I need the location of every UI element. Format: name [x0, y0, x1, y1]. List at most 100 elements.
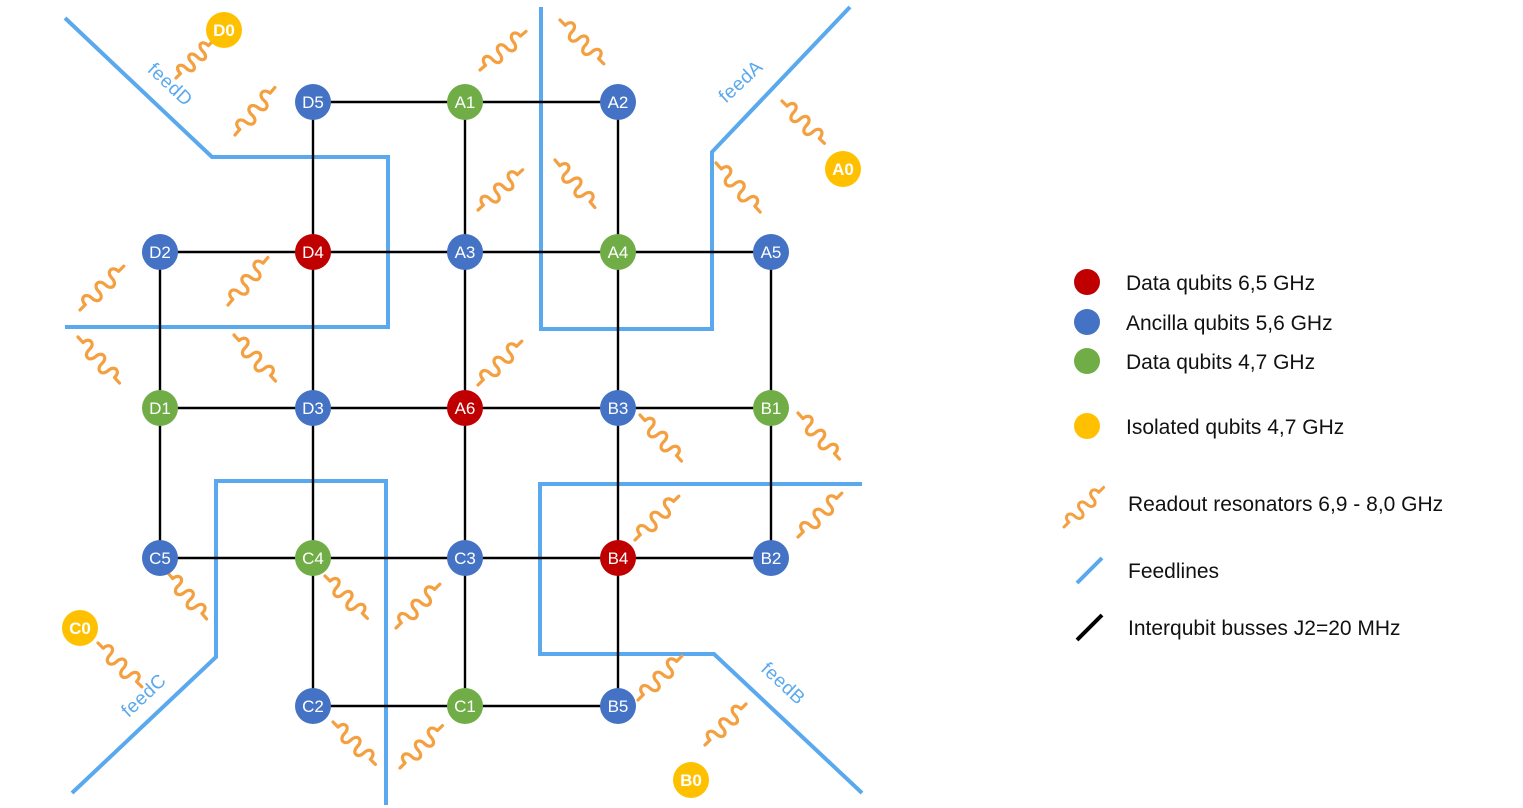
qubit-label: A6: [455, 399, 476, 418]
qubit-b4: B4: [600, 540, 636, 576]
feedline-c: [70, 479, 388, 805]
qubit-node: [295, 234, 331, 270]
feedline-d: [63, 16, 390, 329]
isolated-qubit-label: D0: [213, 21, 235, 40]
qubit-a5: A5: [753, 234, 789, 270]
qubit-node: [753, 390, 789, 426]
feedline-label-feedd: feedD: [143, 59, 196, 111]
qubit-label: C3: [454, 549, 476, 568]
isolated-qubit-label: B0: [680, 771, 702, 790]
qubit-a3: A3: [447, 234, 483, 270]
legend-line-icon: [1075, 556, 1104, 585]
readout-resonator: [633, 494, 681, 542]
readout-resonator: [796, 491, 844, 539]
qubit-d1: D1: [142, 390, 178, 426]
isolated-qubit-a0: A0: [825, 151, 861, 187]
qubit-label: B2: [761, 549, 782, 568]
legend-label: Readout resonators 6,9 - 8,0 GHz: [1128, 493, 1443, 516]
isolated-qubit-node: [206, 12, 242, 48]
legend-item: Readout resonators 6,9 - 8,0 GHz: [1062, 485, 1443, 529]
qubit-a2: A2: [600, 84, 636, 120]
readout-resonator: [76, 335, 122, 385]
qubit-a1: A1: [447, 84, 483, 120]
isolated-qubit-node: [62, 610, 98, 646]
legend-label: Isolated qubits 4,7 GHz: [1126, 416, 1344, 439]
qubit-d2: D2: [142, 234, 178, 270]
legend-dot: [1074, 269, 1100, 295]
qubit-d5: D5: [295, 84, 331, 120]
qubit-label: C4: [302, 549, 324, 568]
legend-dot: [1074, 413, 1100, 439]
qubit-node: [142, 540, 178, 576]
readout-resonator: [478, 29, 528, 72]
qubit-label: C1: [454, 697, 476, 716]
qubit-c3: C3: [447, 540, 483, 576]
isolated-qubit-label: C0: [69, 619, 91, 638]
isolated-qubit-node: [825, 151, 861, 187]
qubit-label: A1: [455, 93, 476, 112]
readout-resonator: [476, 168, 525, 212]
qubit-label: D4: [302, 243, 324, 262]
readout-resonator: [398, 723, 445, 770]
legend-label: Feedlines: [1128, 560, 1219, 583]
qubit-label: B5: [608, 697, 629, 716]
legend-item: Feedlines: [1075, 556, 1219, 585]
legend-resonator-icon: [1062, 485, 1106, 529]
qubit-label: C2: [302, 697, 324, 716]
qubit-b3: B3: [600, 390, 636, 426]
readout-resonator: [394, 582, 442, 630]
qubit-label: D3: [302, 399, 324, 418]
readout-resonator: [233, 85, 277, 137]
qubit-node: [447, 390, 483, 426]
readout-resonator: [638, 413, 684, 463]
qubit-node: [600, 84, 636, 120]
readout-resonator: [96, 641, 144, 689]
readout-resonator: [703, 702, 748, 747]
qubit-a4: A4: [600, 234, 636, 270]
isolated-qubit-c0: C0: [62, 610, 98, 646]
legend-dot: [1074, 309, 1100, 335]
qubit-node: [753, 540, 789, 576]
qubit-label: D2: [149, 243, 171, 262]
qubit-node: [753, 234, 789, 270]
readout-resonator: [476, 339, 524, 387]
legend-item: Isolated qubits 4,7 GHz: [1074, 413, 1344, 439]
readout-resonator: [780, 99, 827, 146]
readout-resonator: [796, 411, 842, 461]
feedline-b: [538, 482, 864, 795]
qubit-c5: C5: [142, 540, 178, 576]
qubit-label: A5: [761, 243, 782, 262]
feedlines: [63, 5, 864, 805]
readout-resonators: [76, 18, 844, 770]
readout-resonator: [226, 255, 270, 307]
qubit-node: [295, 540, 331, 576]
feedline-a: [539, 5, 852, 331]
qubit-node: [142, 390, 178, 426]
readout-resonator: [714, 161, 762, 214]
qubit-label: A2: [608, 93, 629, 112]
readout-resonator: [323, 574, 370, 621]
readout-resonator: [331, 720, 378, 767]
legend-label: Ancilla qubits 5,6 GHz: [1126, 312, 1333, 335]
qubit-node: [600, 540, 636, 576]
isolated-qubit-b0: B0: [673, 762, 709, 798]
qubit-node: [295, 390, 331, 426]
isolated-qubit-d0: D0: [206, 12, 242, 48]
legend-item: Ancilla qubits 5,6 GHz: [1074, 309, 1333, 335]
legend-line-icon: [1075, 613, 1104, 642]
readout-resonator: [166, 571, 209, 621]
qubit-node: [600, 688, 636, 724]
isolated-qubit-label: A0: [832, 160, 854, 179]
interqubit-buses: [158, 100, 773, 708]
qubit-node: [447, 688, 483, 724]
qubit-label: D1: [149, 399, 171, 418]
qubit-label: A3: [455, 243, 476, 262]
qubit-b2: B2: [753, 540, 789, 576]
qubit-label: C5: [149, 549, 171, 568]
legend-item: Data qubits 6,5 GHz: [1074, 269, 1315, 295]
qubit-node: [447, 540, 483, 576]
qubit-b1: B1: [753, 390, 789, 426]
